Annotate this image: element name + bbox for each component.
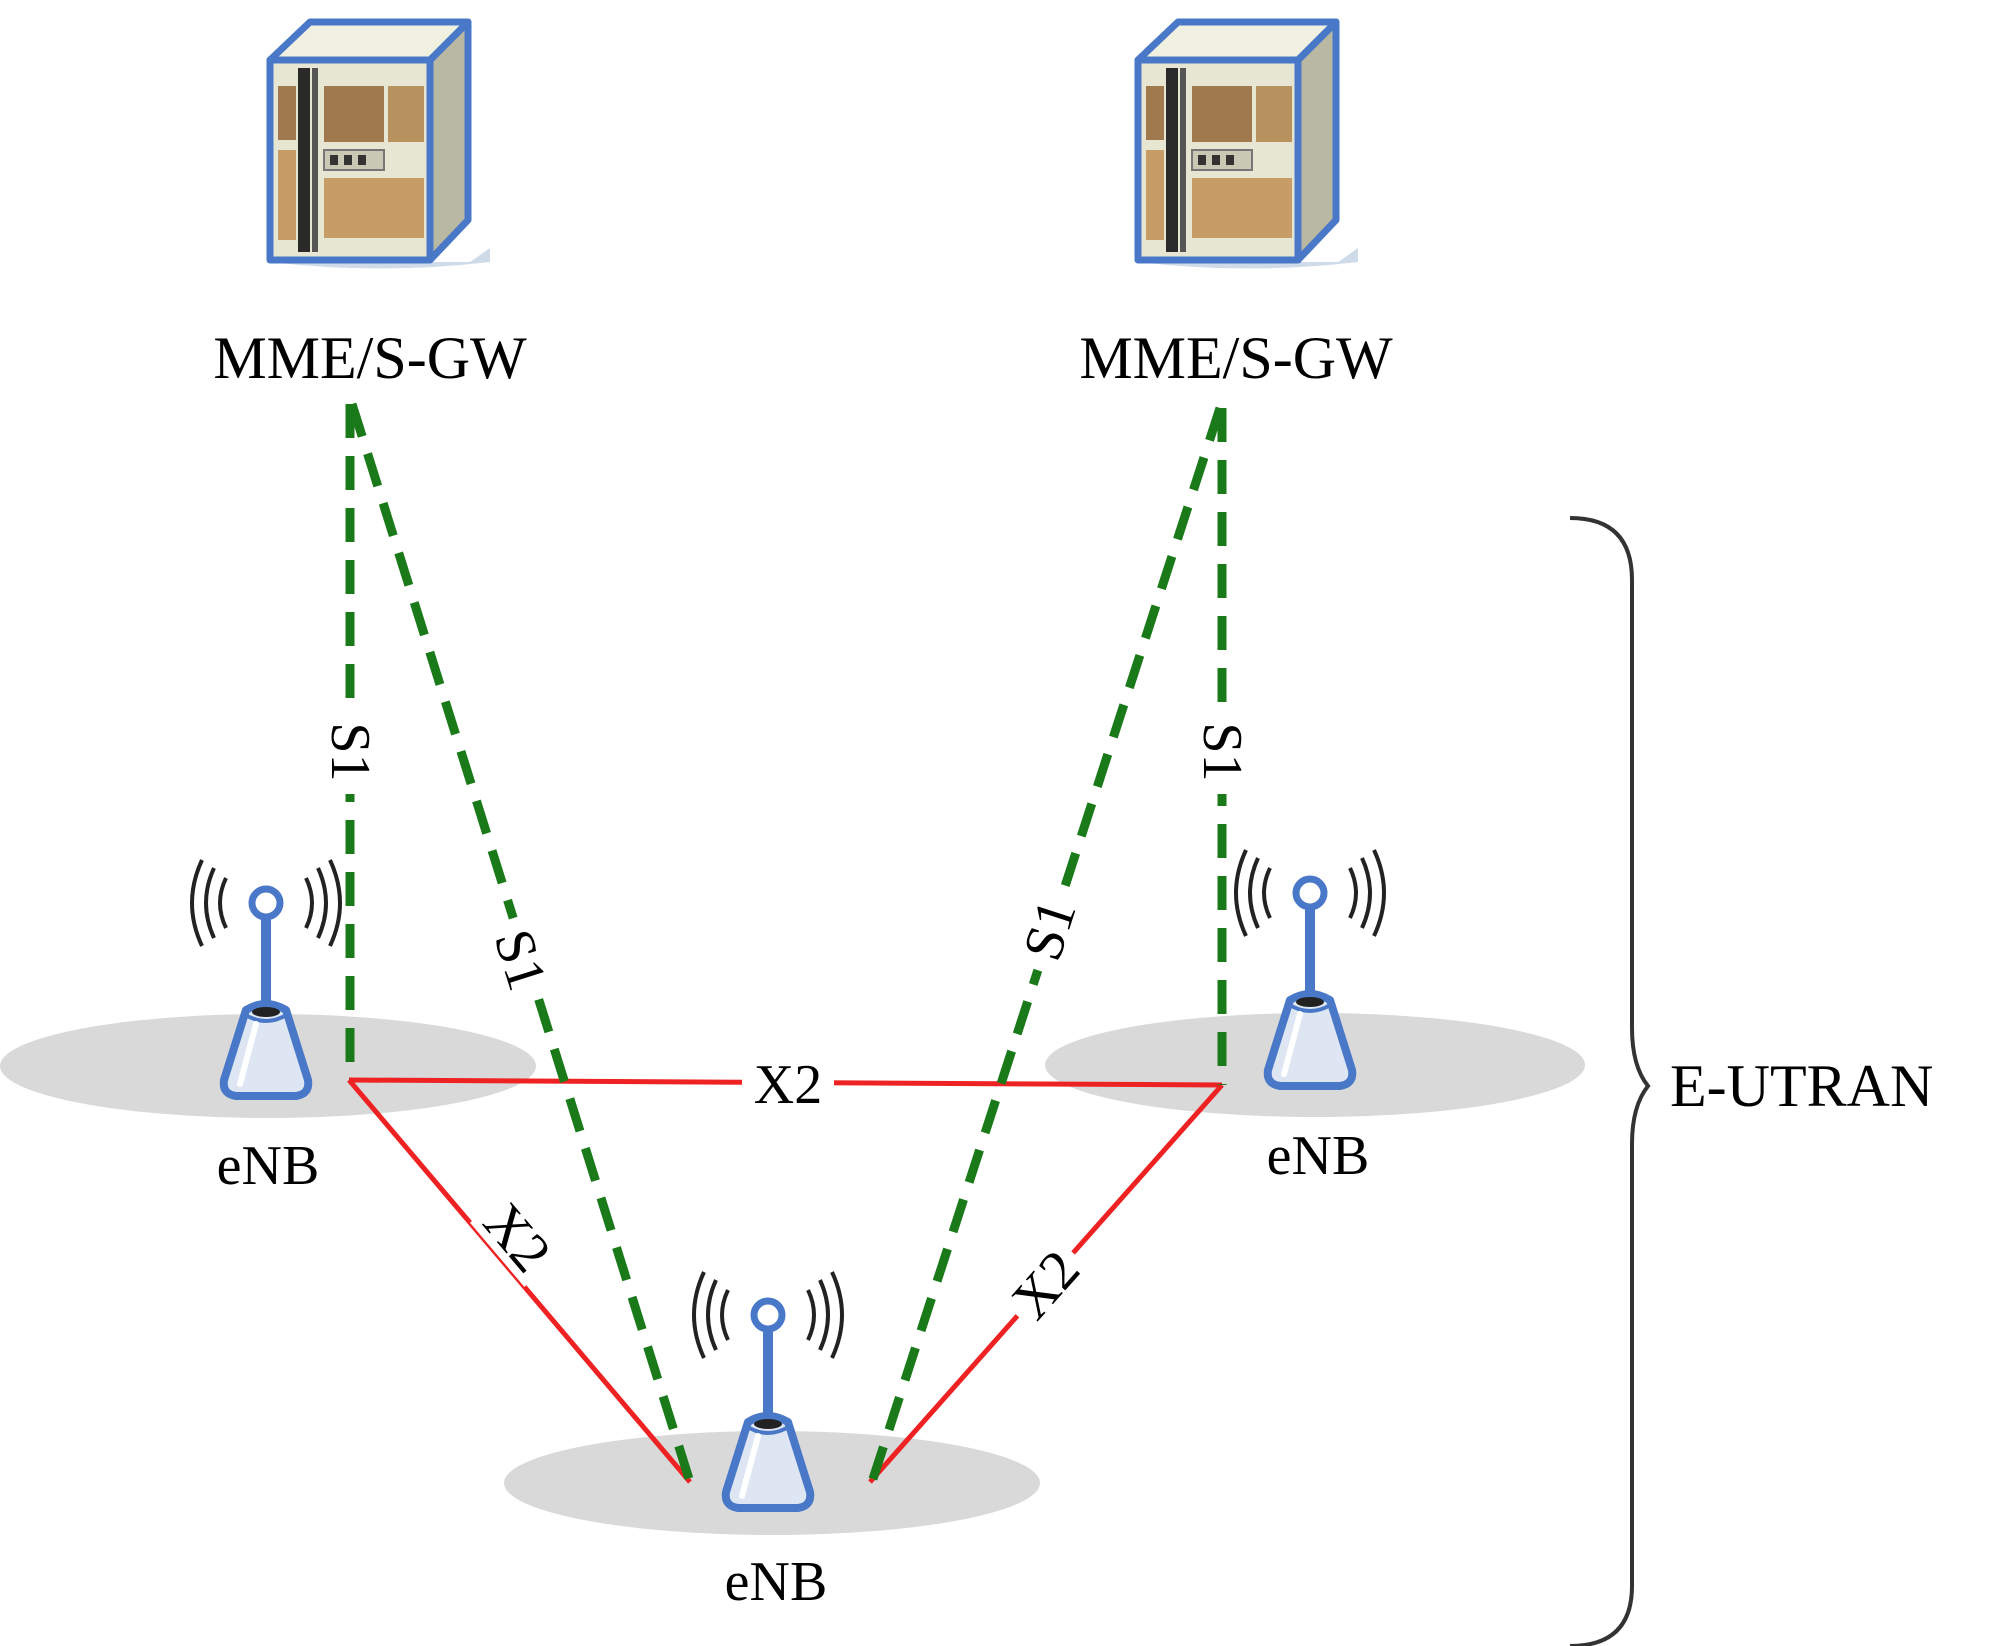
enb-bottom: eNB xyxy=(694,1272,842,1613)
mme-sgw-left: MME/S-GW xyxy=(213,22,527,391)
enb-right: eNB xyxy=(1236,850,1384,1187)
s1-link-right-mme-bottom-enb xyxy=(867,406,1225,1484)
server-icon xyxy=(1138,22,1358,269)
mme-sgw-right: MME/S-GW xyxy=(1079,22,1393,391)
mme-sgw-left-label: MME/S-GW xyxy=(213,325,527,391)
mme-sgw-right-label: MME/S-GW xyxy=(1079,325,1393,391)
server-icon xyxy=(270,22,490,269)
enb-left: eNB xyxy=(192,860,340,1197)
e-utran-brace xyxy=(1569,516,1651,1646)
s1-link-left-mme-bottom-enb xyxy=(347,402,695,1484)
e-utran-label: E-UTRAN xyxy=(1670,1053,1933,1119)
x2-label-left: X2 xyxy=(471,1192,563,1284)
enb-right-label: eNB xyxy=(1267,1125,1370,1187)
enb-bottom-label: eNB xyxy=(725,1551,828,1613)
enb-left-label: eNB xyxy=(217,1135,320,1197)
s1-label-right-vertical: S1 xyxy=(1191,722,1253,781)
s1-links xyxy=(345,402,1227,1484)
x2-label-top: X2 xyxy=(754,1054,822,1116)
s1-label-left-vertical: S1 xyxy=(319,722,381,781)
